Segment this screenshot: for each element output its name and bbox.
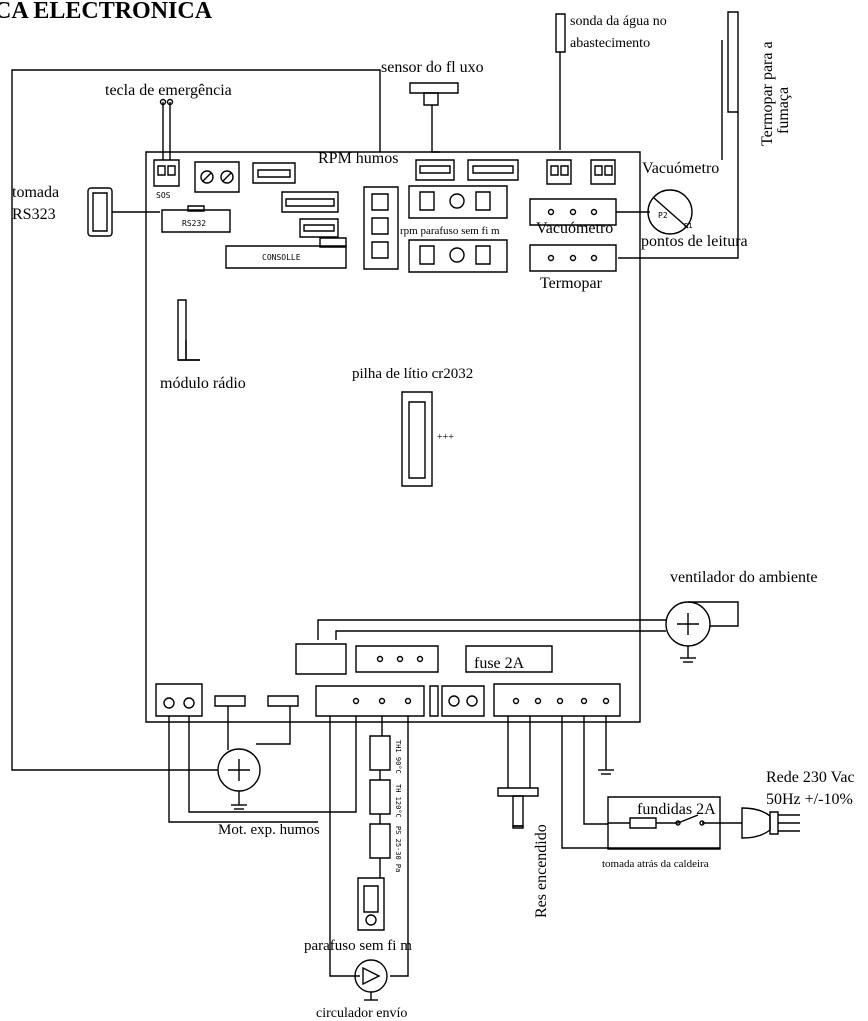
fuses-label: fundidas 2A — [637, 801, 716, 818]
thermostat-th1 — [370, 736, 390, 770]
th1-silk: TH1 90°C — [394, 740, 402, 774]
tall-connector — [364, 187, 398, 269]
screw-terminal — [195, 162, 239, 192]
small-2pin-connector — [591, 160, 615, 184]
auger-label: parafuso sem fi m — [304, 938, 412, 954]
ambient-fan-label: ventilador do ambiente — [670, 569, 818, 586]
mains-plug — [720, 808, 800, 838]
motor-wire-2 — [189, 716, 356, 812]
water-probe — [547, 14, 571, 184]
consolle-header — [226, 246, 346, 268]
fuse-holder — [466, 646, 552, 672]
svg-text:+++: +++ — [437, 432, 454, 443]
sos-connector — [154, 160, 179, 186]
smoke-extractor-motor — [218, 706, 290, 809]
fuse-label: fuse 2A — [474, 655, 525, 672]
smoke-thermo-label-2: fumaça — [775, 87, 792, 134]
circulator-pump — [355, 960, 387, 1000]
sos-silk: SOS — [156, 191, 171, 200]
control-board — [146, 152, 640, 722]
mains-wire-1 — [562, 716, 720, 848]
termopar-label: Termopar — [540, 275, 603, 292]
small-jumper — [320, 238, 346, 247]
smoke-thermocouple — [618, 12, 738, 258]
vacuometer-gauge — [648, 190, 692, 234]
rpm-screw-connector-b — [409, 240, 507, 272]
ambient-fan — [666, 602, 738, 662]
connector-4pin-b — [300, 219, 338, 237]
emergency-key — [161, 100, 173, 161]
igniter-label: Res encendido — [533, 824, 550, 918]
fan-connector — [296, 644, 346, 674]
reading-points-label: pontos de leitura — [641, 233, 748, 250]
radio-module-label: módulo rádio — [160, 375, 246, 392]
water-probe-label-2: abastecimento — [570, 36, 650, 51]
p2-silk: P2 — [658, 211, 668, 220]
vacuometer-conn-label: Vacuómetro — [536, 220, 613, 237]
smoke-thermo-label-1: Termopar para a — [759, 41, 776, 146]
rpm-humos-connector — [416, 160, 454, 180]
motor-wire-1 — [169, 716, 318, 822]
rpm-screw-label: rpm parafuso sem fi m — [400, 225, 500, 237]
tomada-label: tomada — [12, 184, 59, 201]
connector-5pin — [282, 192, 338, 212]
boiler-socket-label: tomada atrás da caldeira — [602, 858, 709, 870]
battery-label: pilha de lítio cr2032 — [352, 366, 473, 382]
lithium-battery-holder — [402, 392, 432, 486]
smoke-motor-header-a — [215, 696, 245, 706]
emergency-key-label: tecla de emergência — [105, 82, 232, 99]
mains-wire-2 — [584, 716, 608, 824]
ps-silk: PS 25-30 Pa — [394, 826, 402, 872]
p1-silk: P1 — [684, 222, 692, 230]
fan-wire-2 — [336, 631, 666, 640]
connector-4pin-c — [468, 160, 518, 180]
smoke-motor-label: Mot. exp. humos — [218, 822, 320, 838]
rs232-silk: RS232 — [182, 219, 206, 228]
water-probe-label-1: sonda da água no — [570, 14, 667, 29]
fan-wire-1 — [318, 620, 666, 640]
auger-motor — [358, 878, 384, 930]
rpm-screw-connector-a — [409, 186, 507, 218]
pressure-switch — [370, 824, 390, 858]
smoke-motor-header-b — [268, 696, 298, 706]
th2-silk: TH 120°C — [394, 784, 402, 818]
mains-connector — [494, 684, 620, 716]
rs323-label: RS323 — [12, 206, 56, 223]
connector-4pin — [253, 163, 295, 183]
rs232-header — [162, 210, 230, 232]
consolle-silk: CONSOLLE — [262, 253, 301, 262]
thermostat-th2 — [370, 780, 390, 814]
connector-3pin-bottom — [356, 646, 438, 672]
auger-connector — [316, 686, 424, 716]
flow-sensor — [410, 83, 458, 152]
mains-label-1: Rede 230 Vac — [766, 769, 855, 786]
db9-plug — [88, 188, 112, 236]
circulator-label: circulador envío — [316, 1006, 407, 1021]
flow-sensor-label: sensor do fl uxo — [381, 59, 484, 76]
rpm-humos-label: RPM humos — [318, 150, 398, 167]
rpm-humos-wire — [12, 70, 380, 770]
radio-module — [178, 300, 200, 360]
screw-terminal-mid — [442, 686, 484, 716]
screw-terminal-bottom — [156, 684, 202, 716]
thermocouple-connector — [530, 245, 616, 271]
diagram-title: CA ELECTRONICA — [0, 0, 213, 24]
vacuometer-label: Vacuómetro — [642, 160, 719, 177]
mains-label-2: 50Hz +/-10% — [766, 791, 853, 808]
igniter-resistor — [498, 716, 538, 828]
